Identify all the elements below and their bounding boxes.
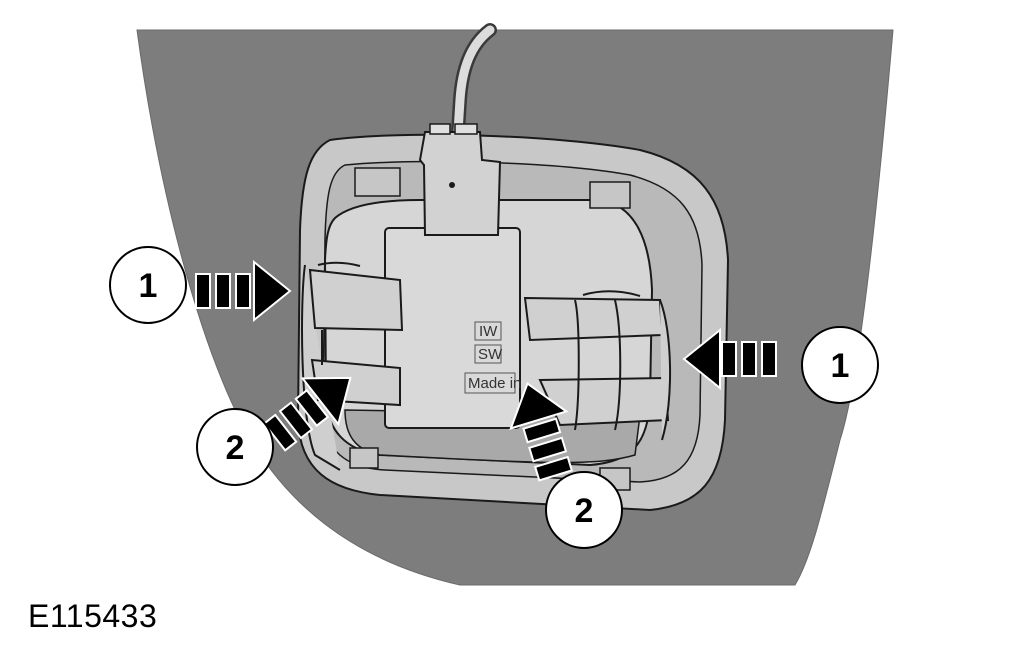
marking-iw: IW [479, 323, 498, 340]
figure-id-label: E115433 [28, 598, 158, 634]
marking-made-in: Made in [468, 375, 521, 392]
connector-block [384, 227, 521, 429]
svg-text:2: 2 [226, 429, 245, 467]
callout-2-left: 2 [196, 408, 274, 486]
top-clip-left [354, 167, 401, 197]
bottom-tab-left [349, 447, 379, 469]
callout-1-left: 1 [109, 246, 187, 324]
callout-1-right: 1 [801, 326, 879, 404]
connector-plug [418, 131, 502, 236]
arrow-icon [682, 327, 777, 391]
callout-2-right: 2 [545, 471, 623, 549]
arrow-icon [195, 259, 292, 323]
svg-text:1: 1 [831, 347, 850, 385]
top-clip-right [589, 181, 631, 209]
svg-text:2: 2 [575, 492, 594, 530]
svg-text:1: 1 [139, 267, 158, 305]
marking-sw: SW [478, 346, 503, 363]
arrow-icon [509, 381, 574, 482]
arrow-icon [262, 376, 352, 452]
right-retaining-clip [523, 290, 672, 441]
